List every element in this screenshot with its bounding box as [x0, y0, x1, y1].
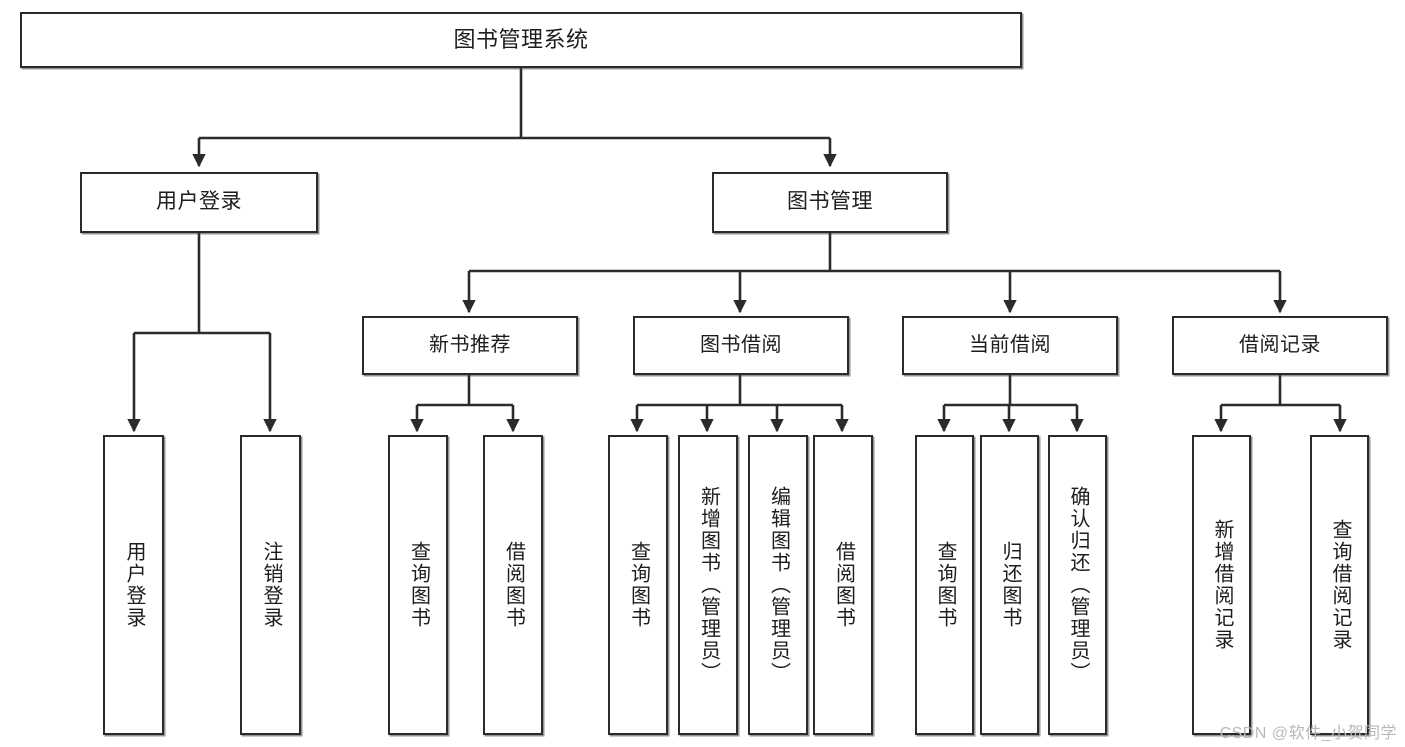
node-label: 编辑图书（管理员） — [767, 486, 790, 684]
leaf-current-return-book[interactable]: 归还图书 — [980, 435, 1039, 735]
node-label: 用户登录 — [123, 541, 145, 629]
node-new-book-recommend[interactable]: 新书推荐 — [362, 316, 578, 375]
leaf-recommend-query-book[interactable]: 查询图书 — [388, 435, 448, 735]
watermark-text: CSDN @软件_小贺同学 — [1219, 725, 1397, 742]
node-label: 归还图书 — [999, 541, 1021, 629]
node-label: 图书管理系统 — [453, 27, 589, 53]
leaf-borrow-add-book[interactable]: 新增图书（管理员） — [678, 435, 738, 735]
node-label: 注销登录 — [260, 541, 282, 629]
node-book-management[interactable]: 图书管理 — [712, 172, 948, 233]
leaf-borrow-edit-book[interactable]: 编辑图书（管理员） — [748, 435, 808, 735]
node-label: 查询图书 — [407, 541, 430, 629]
leaf-record-add-record[interactable]: 新增借阅记录 — [1192, 435, 1251, 735]
node-label: 借阅图书 — [502, 541, 525, 629]
leaf-user-login-logout[interactable]: 注销登录 — [240, 435, 301, 735]
leaf-record-query-record[interactable]: 查询借阅记录 — [1310, 435, 1369, 735]
leaf-user-login-login[interactable]: 用户登录 — [103, 435, 164, 735]
node-label: 借阅记录 — [1239, 333, 1321, 356]
leaf-current-confirm-return[interactable]: 确认归还（管理员） — [1048, 435, 1107, 735]
node-label: 用户登录 — [156, 190, 242, 214]
node-book-borrow[interactable]: 图书借阅 — [633, 316, 849, 375]
node-borrow-record[interactable]: 借阅记录 — [1172, 316, 1388, 375]
node-label: 查询借阅记录 — [1329, 519, 1351, 651]
node-label: 查询图书 — [934, 541, 956, 629]
node-label: 借阅图书 — [832, 541, 855, 629]
node-label: 新增图书（管理员） — [697, 486, 720, 684]
node-root-system[interactable]: 图书管理系统 — [20, 12, 1022, 68]
node-label: 图书管理 — [787, 190, 873, 214]
leaf-borrow-borrow-book[interactable]: 借阅图书 — [813, 435, 873, 735]
node-label: 新增借阅记录 — [1211, 519, 1233, 651]
node-label: 当前借阅 — [969, 333, 1051, 356]
leaf-current-query-book[interactable]: 查询图书 — [915, 435, 974, 735]
leaf-borrow-query-book[interactable]: 查询图书 — [608, 435, 668, 735]
node-label: 查询图书 — [627, 541, 650, 629]
node-current-borrow[interactable]: 当前借阅 — [902, 316, 1118, 375]
node-label: 新书推荐 — [429, 333, 511, 356]
node-label: 确认归还（管理员） — [1067, 486, 1089, 684]
leaf-recommend-borrow-book[interactable]: 借阅图书 — [483, 435, 543, 735]
node-user-login[interactable]: 用户登录 — [80, 172, 318, 233]
node-label: 图书借阅 — [700, 333, 782, 356]
